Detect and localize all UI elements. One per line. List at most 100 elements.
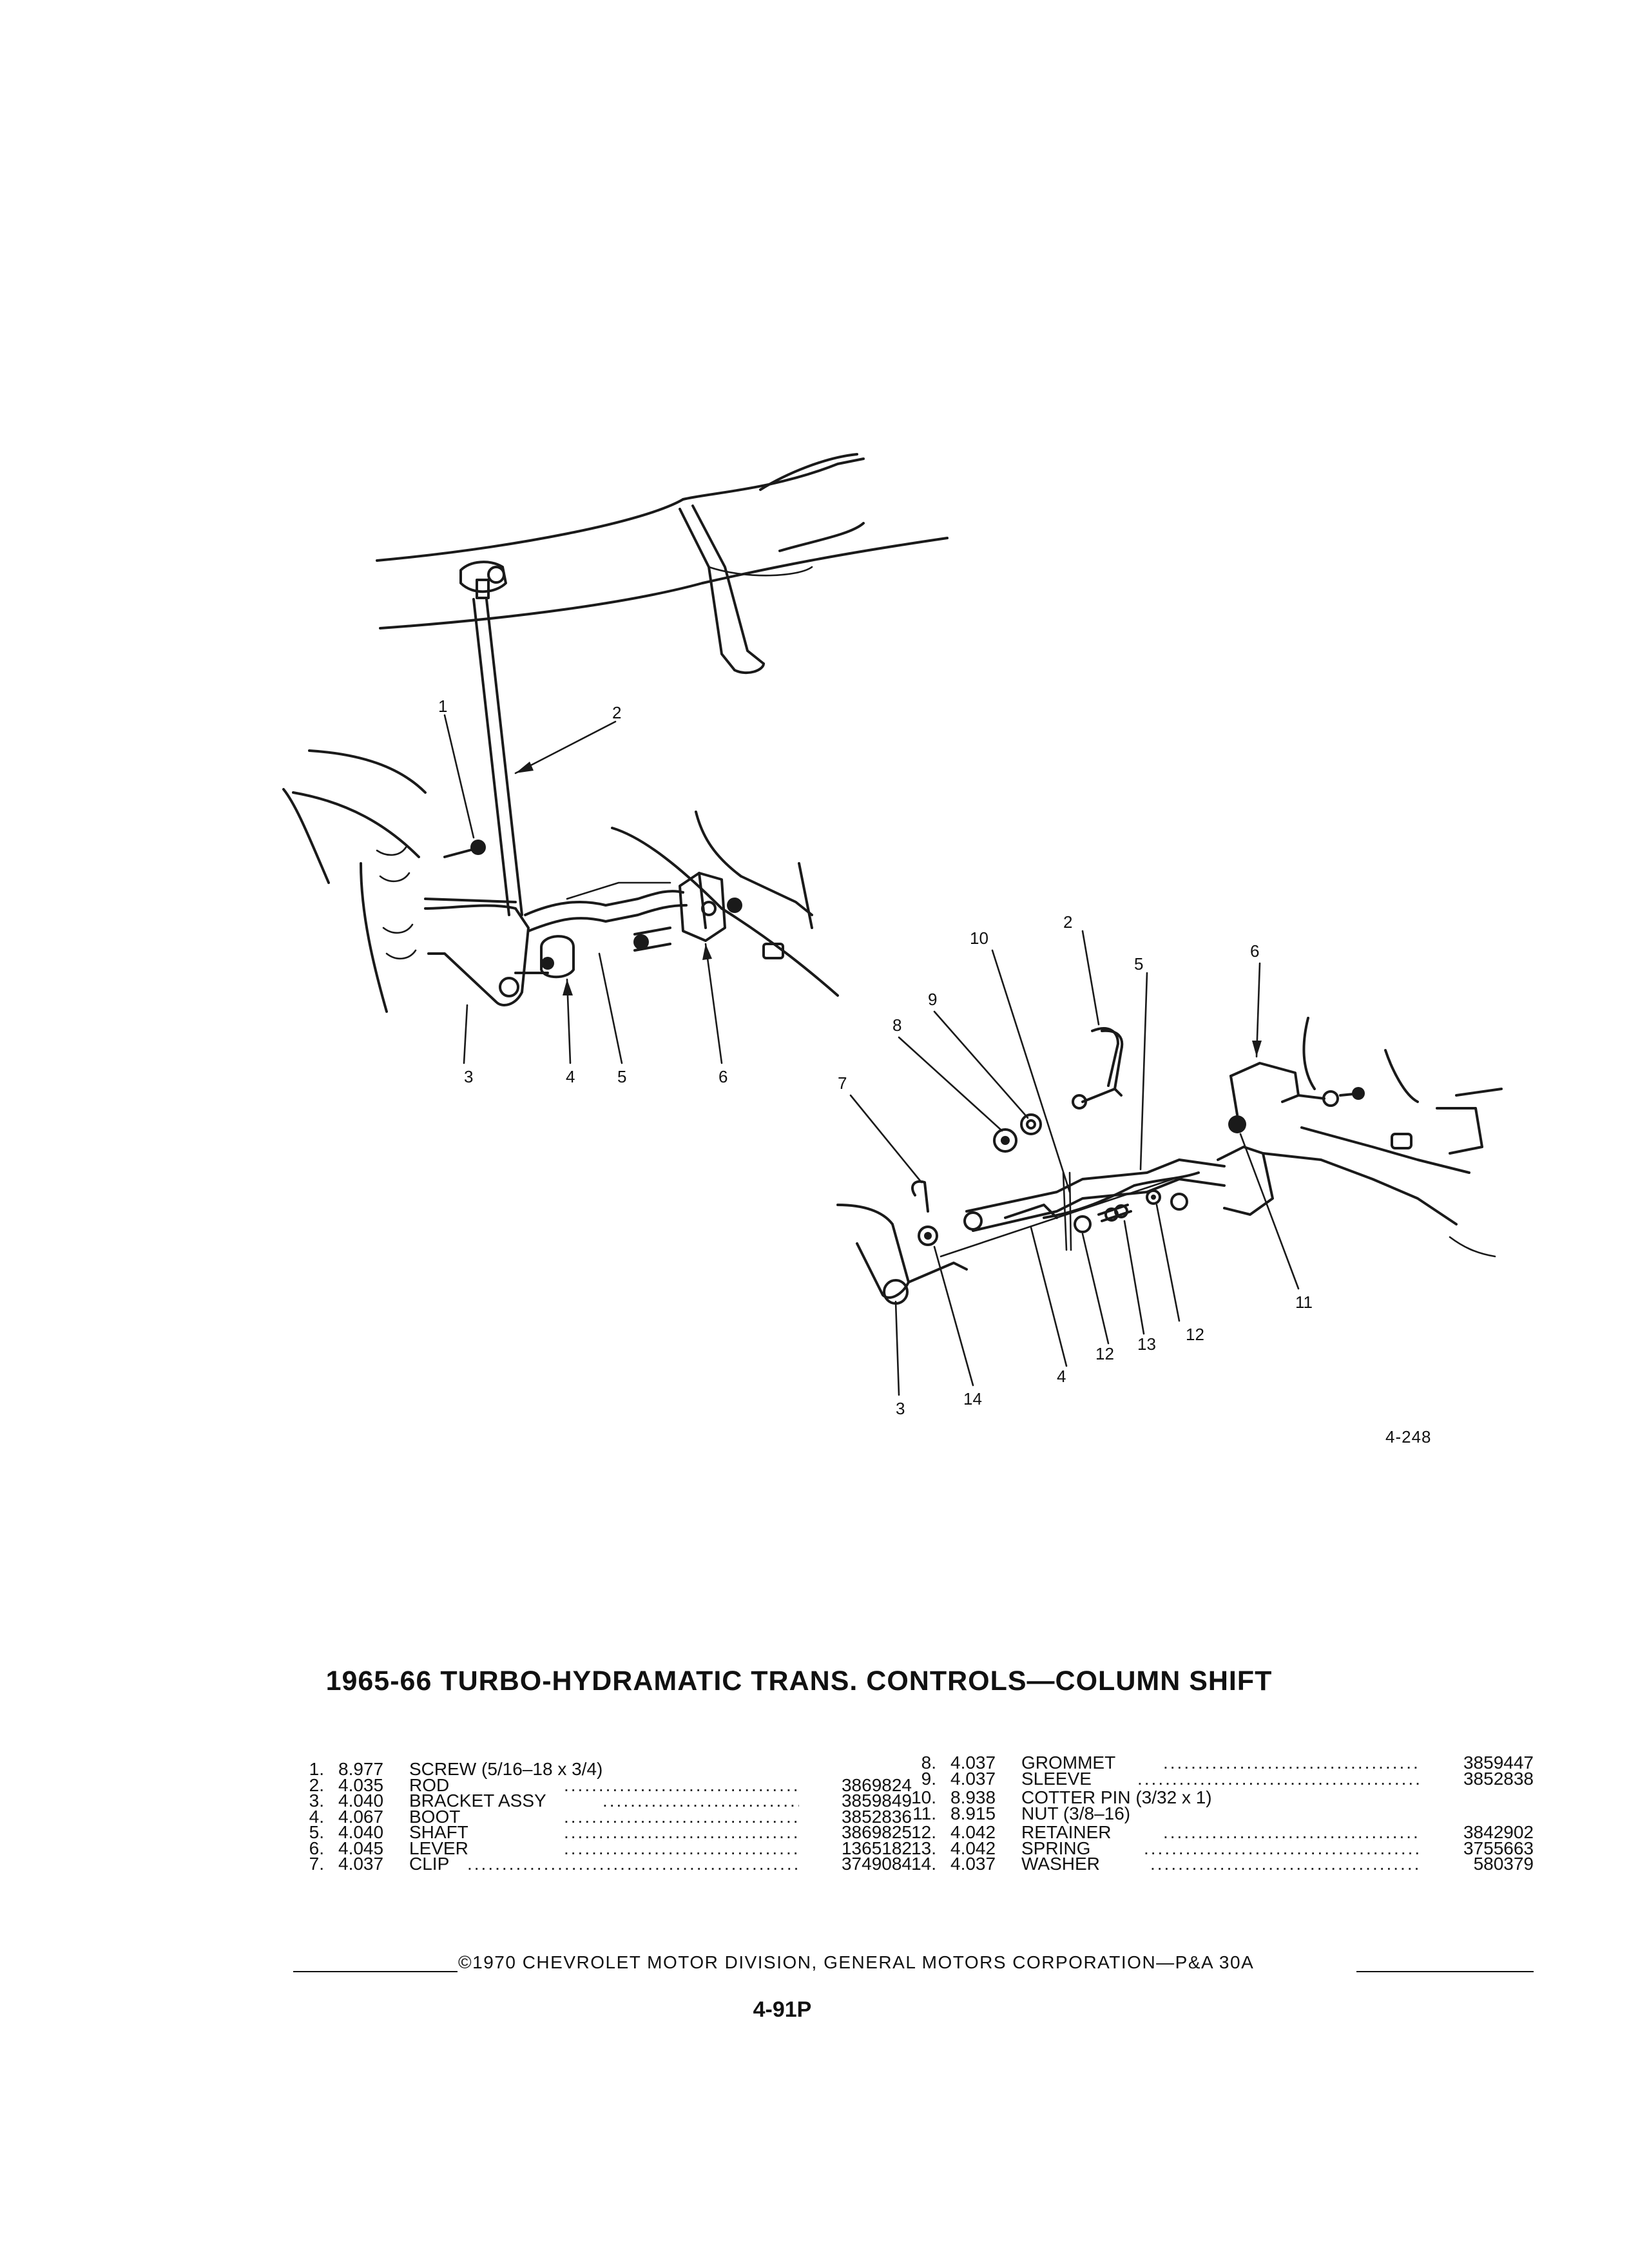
part-description: COTTER PIN (3/32 x 1) (1021, 1787, 1212, 1807)
part-description: SPRING (1021, 1838, 1091, 1858)
callout-lower-12b: 12 (1186, 1325, 1204, 1344)
part-description: LEVER (409, 1838, 468, 1858)
part-description: ROD (409, 1774, 450, 1795)
dot-leader: ........................................… (564, 1774, 799, 1795)
callout-lower-6: 6 (1250, 941, 1259, 961)
callout-upper-4: 4 (566, 1067, 575, 1086)
dot-leader: ........................................… (1144, 1838, 1421, 1858)
part-number: 9. (921, 1768, 936, 1789)
part-number: 2. (309, 1774, 324, 1795)
part-description: SHAFT (409, 1822, 468, 1842)
callout-upper-6: 6 (718, 1067, 728, 1086)
part-number: 12. (911, 1822, 936, 1842)
part-description: RETAINER (1021, 1822, 1112, 1842)
callout-lower-9: 9 (928, 990, 937, 1009)
part-catalog-number: 3859849 (841, 1791, 912, 1811)
part-description: SLEEVE (1021, 1768, 1092, 1789)
part-code: 8.915 (950, 1803, 996, 1823)
dot-leader: ........................................… (1137, 1768, 1421, 1789)
callout-lower-13: 13 (1137, 1334, 1156, 1354)
part-catalog-number: 3869825 (841, 1822, 912, 1842)
part-description: CLIP (409, 1854, 450, 1874)
callout-lower-14: 14 (963, 1389, 982, 1408)
dot-leader: ........................................… (602, 1791, 799, 1811)
dot-leader: ........................................… (1150, 1854, 1421, 1874)
callout-lower-7: 7 (838, 1073, 847, 1093)
callout-lower-2: 2 (1063, 912, 1072, 932)
dot-leader: ........................................… (564, 1806, 799, 1827)
dot-leader: ........................................… (1163, 1753, 1421, 1773)
callout-lower-12a: 12 (1095, 1344, 1114, 1363)
parts-row: 6. 4.045 LEVER............................… (293, 1838, 912, 1858)
callout-lower-4: 4 (1057, 1367, 1066, 1386)
title-text: 1965-66 TURBO-HYDRAMATIC TRANS. CONTROLS… (325, 1666, 1273, 1696)
dot-leader: ........................................… (564, 1838, 799, 1858)
part-number: 10. (911, 1787, 936, 1807)
part-description: GROMMET (1021, 1753, 1116, 1773)
dot-leader: ........................................… (564, 1822, 799, 1842)
copyright-footer: ©1970 CHEVROLET MOTOR DIVISION, GENERAL … (293, 1952, 1534, 1972)
part-description: NUT (3/8–16) (1021, 1803, 1131, 1823)
parts-row: 7. 4.037 CLIP.............................… (293, 1854, 912, 1874)
upper-assembly-drawing: 1 2 3 4 5 6 (282, 453, 949, 1086)
part-number: 6. (309, 1838, 324, 1858)
part-catalog-number: 3749084 (841, 1854, 912, 1874)
part-code: 4.037 (950, 1768, 996, 1789)
dot-leader: ........................................… (1163, 1822, 1421, 1842)
part-catalog-number: 1365182 (841, 1838, 912, 1858)
part-description: BOOT (409, 1806, 461, 1827)
parts-row: 2. 4.035 ROD..............................… (293, 1775, 912, 1795)
part-catalog-number: 3859447 (1463, 1753, 1534, 1773)
part-code: 4.037 (338, 1854, 384, 1874)
callout-lower-11: 11 (1295, 1293, 1313, 1312)
part-description: BRACKET ASSY (409, 1791, 546, 1811)
part-description: SCREW (5/16–18 x 3/4) (409, 1759, 603, 1779)
callout-upper-5: 5 (617, 1067, 626, 1086)
part-code: 8.977 (338, 1759, 384, 1779)
part-number: 13. (911, 1838, 936, 1858)
part-number: 14. (911, 1854, 936, 1874)
callout-lower-5: 5 (1134, 954, 1143, 974)
callout-lower-10: 10 (970, 928, 988, 948)
part-number: 1. (309, 1759, 324, 1779)
parts-row: 13. 4.042 SPRING..........................… (905, 1838, 1534, 1858)
parts-row: 4. 4.067 BOOT.............................… (293, 1807, 912, 1827)
part-code: 4.040 (338, 1822, 384, 1842)
part-catalog-number: 3852838 (1463, 1768, 1534, 1789)
callout-upper-3: 3 (464, 1067, 473, 1086)
part-number: 7. (309, 1854, 324, 1874)
part-number: 4. (309, 1806, 324, 1827)
part-catalog-number: 3755663 (1463, 1838, 1534, 1858)
parts-row: 11. 8.915 NUT (3/8–16) (905, 1803, 1534, 1823)
part-code: 4.037 (950, 1753, 996, 1773)
footer-rule-left (293, 1971, 458, 1972)
dot-leader: ........................................… (467, 1854, 799, 1874)
part-code: 4.045 (338, 1838, 384, 1858)
callout-lower-8: 8 (892, 1015, 901, 1035)
part-code: 4.035 (338, 1774, 384, 1795)
part-code: 4.037 (950, 1854, 996, 1874)
parts-list-left: 1. 8.977 SCREW (5/16–18 x 3/4) 2. 4.035 ROD.… (293, 1759, 912, 1874)
parts-row: 8. 4.037 GROMMET..........................… (905, 1753, 1534, 1773)
part-code: 4.067 (338, 1806, 384, 1827)
page-number-text: 4-91P (753, 1997, 812, 2022)
callout-upper-1: 1 (438, 697, 447, 716)
part-catalog-number: 3852836 (841, 1806, 912, 1827)
page-number: 4-91P (0, 1997, 1629, 2023)
lower-assembly-drawing: 2 3 4 5 6 7 8 9 10 11 12 12 13 14 (836, 912, 1503, 1418)
part-number: 11. (912, 1803, 936, 1823)
part-number: 8. (921, 1753, 936, 1773)
figure-number: 4-248 (1385, 1427, 1432, 1446)
part-code: 4.042 (950, 1838, 996, 1858)
copyright-text: ©1970 CHEVROLET MOTOR DIVISION, GENERAL … (458, 1952, 1255, 1972)
parts-row: 9. 4.037 SLEEVE...........................… (905, 1769, 1534, 1789)
part-catalog-number: 3842902 (1463, 1822, 1534, 1842)
callout-lower-3: 3 (896, 1399, 905, 1418)
